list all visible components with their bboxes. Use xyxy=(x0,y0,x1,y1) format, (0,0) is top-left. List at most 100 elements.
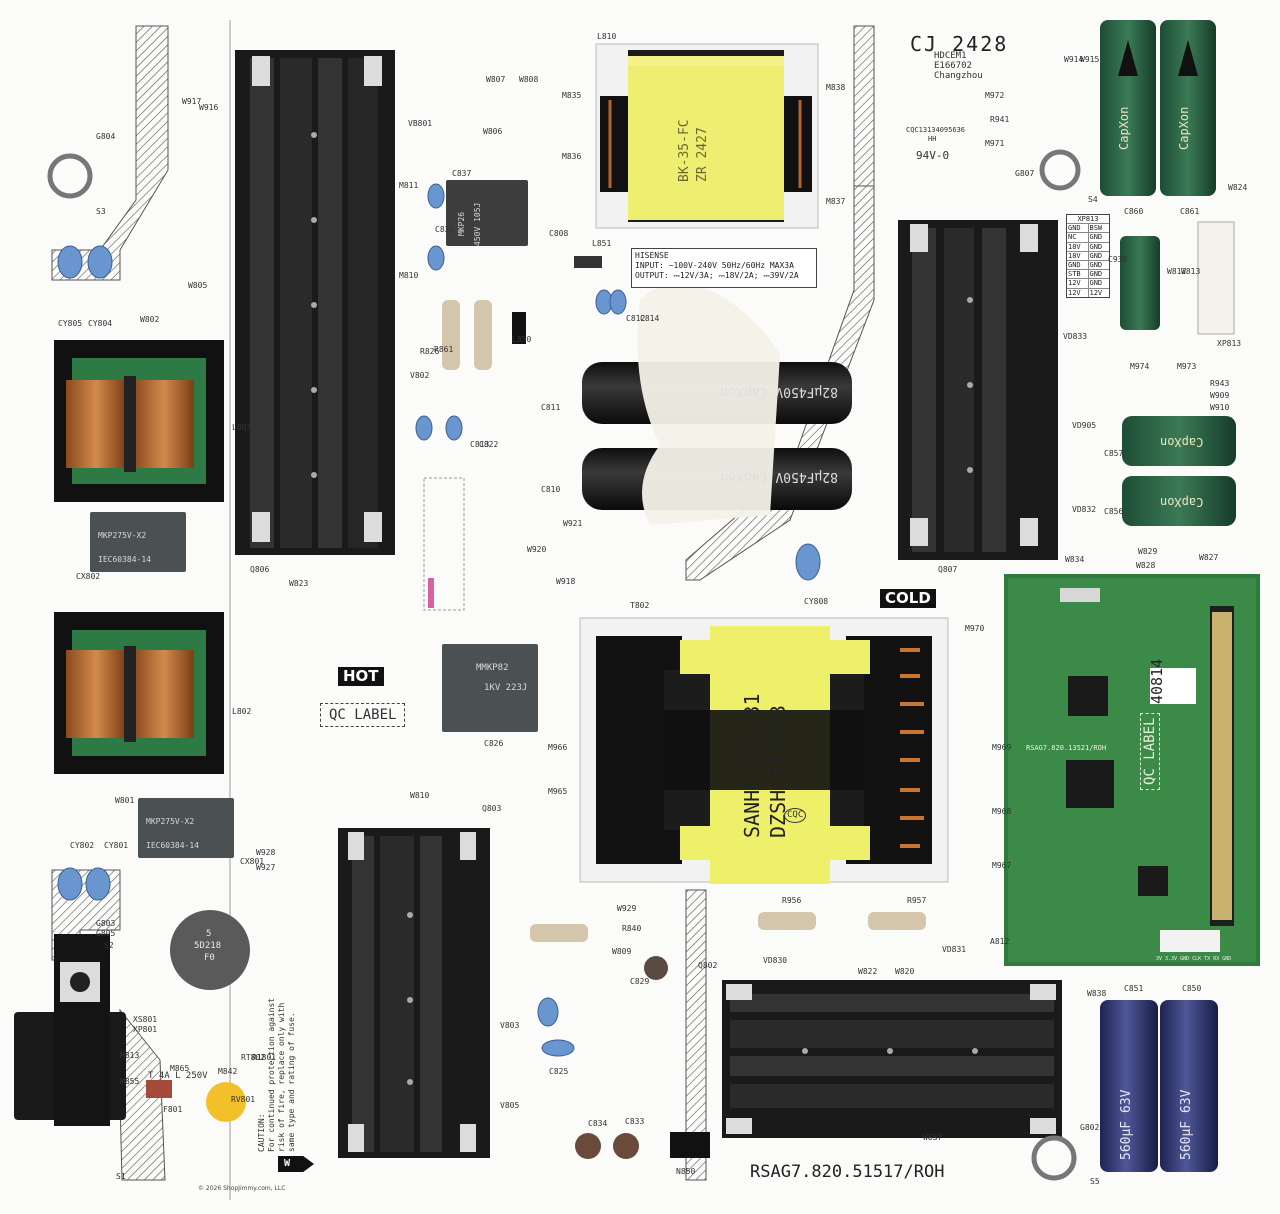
designator-label: W801 xyxy=(115,796,135,805)
designator-label: W810 xyxy=(410,791,430,800)
film-cap-cx802 xyxy=(90,512,186,572)
designator-label: W812 xyxy=(1167,267,1187,276)
cap-c829 xyxy=(644,956,668,980)
designator-label: M810 xyxy=(399,271,419,280)
designator-label: C811 xyxy=(541,403,561,412)
designator-label: C856 xyxy=(1104,507,1124,516)
designator-label: W910 xyxy=(1210,403,1230,412)
cert-line: Changzhou xyxy=(934,71,983,81)
daughter-board-qc-label: QC LABEL xyxy=(1140,712,1160,790)
designator-label: Q807 xyxy=(938,565,958,574)
board-info-box: HISENSE INPUT: ~100V-240V 50Hz/60Hz MAX3… xyxy=(631,248,817,288)
transformer-t802 xyxy=(579,617,949,884)
daughter-board-handwriting: 40814 xyxy=(1148,658,1166,704)
designator-label: W917 xyxy=(182,97,202,106)
designator-label: R943 xyxy=(1210,379,1230,388)
cert-line: HDCEM1 xyxy=(934,51,967,61)
designator-label: W834 xyxy=(1065,555,1085,564)
designator-label: W813 xyxy=(1181,267,1201,276)
cap-c833 xyxy=(613,1133,639,1159)
designator-label: C837 xyxy=(452,169,472,178)
designator-label: R840 xyxy=(622,924,642,933)
mkp-c808-text: 450V 105J xyxy=(473,202,482,246)
designator-label: XP801 xyxy=(133,1025,158,1034)
designator-label: M842 xyxy=(218,1067,238,1076)
connector-xp813 xyxy=(1197,221,1235,335)
designator-label: W829 xyxy=(1138,547,1158,556)
bulk-caps xyxy=(582,283,852,525)
designator-label: CX801 xyxy=(240,857,265,866)
designator-label: M965 xyxy=(548,787,568,796)
designator-label: M835 xyxy=(562,91,582,100)
designator-label: VD833 xyxy=(1063,332,1088,341)
w-arrow-icon xyxy=(278,1156,314,1172)
designator-label: W808 xyxy=(519,75,539,84)
designator-label: W837 xyxy=(923,1133,943,1142)
designator-label: W822 xyxy=(858,967,878,976)
designator-label: C861 xyxy=(1180,207,1200,216)
designator-label: L850 xyxy=(512,335,532,344)
designator-label: C850 xyxy=(1182,984,1202,993)
transformer-l810 xyxy=(595,43,819,229)
designator-label: G804 xyxy=(96,132,116,141)
designator-label: VD905 xyxy=(1072,421,1097,430)
film-cap-cx801 xyxy=(138,798,234,858)
designator-label: VD830 xyxy=(763,956,788,965)
caution-text: CAUTION: xyxy=(257,1113,266,1152)
designator-label: G803 xyxy=(96,919,116,928)
film-cap-text: MKP275V-X2 xyxy=(146,817,195,826)
caution-text: For continued protection against xyxy=(267,997,276,1152)
designator-label: W918 xyxy=(556,577,576,586)
designator-label: W820 xyxy=(895,967,915,976)
film-cap-text: IEC60384-14 xyxy=(146,841,199,850)
output-spec: OUTPUT: ⎓12V/3A; ⎓18V/2A; ⎓39V/2A xyxy=(635,271,799,280)
designator-label: N850 xyxy=(676,1167,696,1176)
designator-label: C825 xyxy=(549,1067,569,1076)
designator-label: L851 xyxy=(592,239,612,248)
designator-label: G802 xyxy=(1080,1123,1100,1132)
fuse-rating: T 4A L 250V xyxy=(148,1071,208,1081)
production-stamp: CJ 2428 xyxy=(910,32,1009,56)
designator-label: W802 xyxy=(140,315,160,324)
designator-label: S3 xyxy=(96,207,106,216)
designator-label: V805 xyxy=(500,1101,520,1110)
designator-label: W823 xyxy=(289,579,309,588)
designator-label: A812 xyxy=(990,937,1010,946)
thermistor-text: F0 xyxy=(204,953,215,963)
cqc-code: CQC13134095636 xyxy=(906,126,966,134)
designator-label: M966 xyxy=(548,743,568,752)
designator-label: S4 xyxy=(1088,195,1098,204)
cert-line: E166702 xyxy=(934,61,972,71)
designator-label: W921 xyxy=(563,519,583,528)
brand-label: HISENSE xyxy=(635,251,669,260)
mkp-c808-text: MKP26 xyxy=(457,211,466,236)
caution-text: same type and rating of fuse. xyxy=(287,1012,296,1152)
designator-label: W806 xyxy=(483,127,503,136)
bulk-cap-text-c811: 82μF450V CapXon xyxy=(720,384,838,399)
designator-label: W920 xyxy=(527,545,547,554)
resistors xyxy=(442,256,926,942)
film-cap-text: MKP275V-X2 xyxy=(98,531,147,540)
designator-label: W824 xyxy=(1228,183,1248,192)
green-cap-text: CapXon xyxy=(1177,106,1191,150)
designator-label: R956 xyxy=(782,896,802,905)
fuse-f801 xyxy=(146,1080,172,1098)
designator-label: R1801 xyxy=(252,1053,277,1062)
designator-label: M973 xyxy=(1177,362,1197,371)
designator-label: CY808 xyxy=(804,597,829,606)
designator-label: M838 xyxy=(826,83,846,92)
designator-label: M970 xyxy=(965,624,985,633)
designator-label: V802 xyxy=(410,371,430,380)
designator-label: CY802 xyxy=(70,841,95,850)
designator-label: R941 xyxy=(990,115,1010,124)
film-cap-c826 xyxy=(442,644,538,732)
film-cap-c808 xyxy=(446,180,528,246)
thermistor xyxy=(170,910,250,990)
heatsink-q803 xyxy=(338,828,490,1158)
designator-label: RV801 xyxy=(231,1095,256,1104)
